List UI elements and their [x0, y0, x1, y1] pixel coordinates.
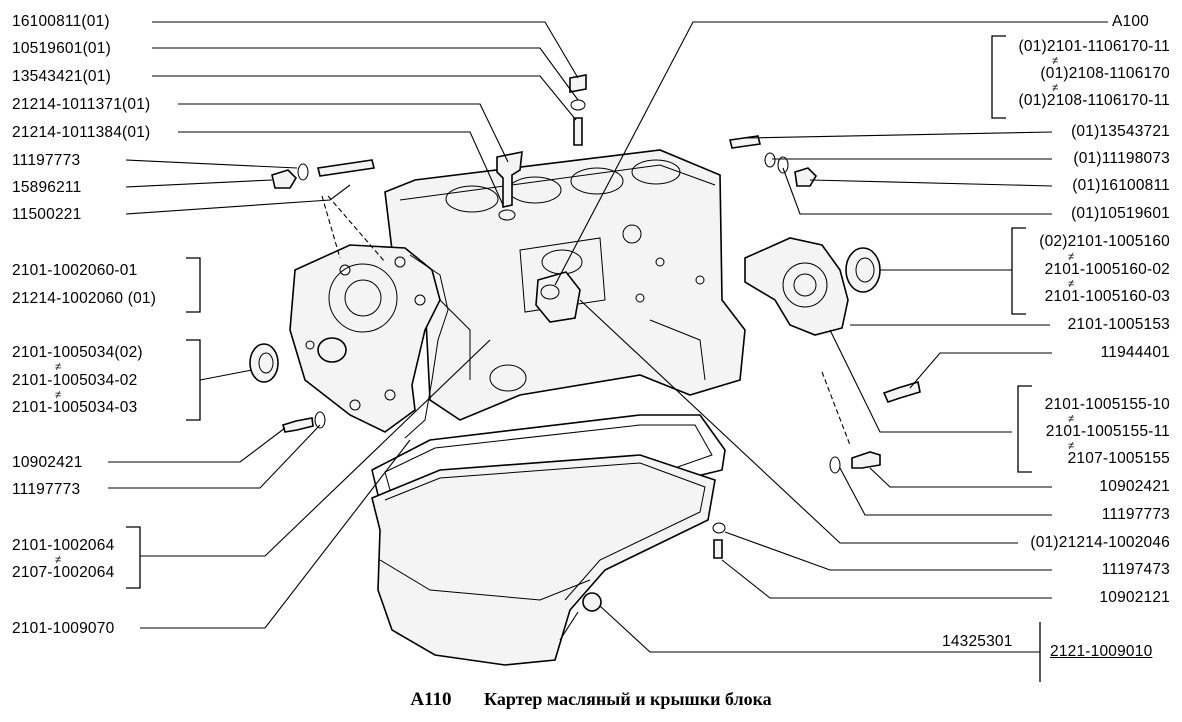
bolt-right [882, 380, 921, 403]
part-number-label: 21214-1011371(01) [12, 96, 151, 113]
oil-pump-drive [535, 271, 581, 323]
seal-right [845, 247, 881, 293]
part-number-label: (02)2101-1005160 [1039, 233, 1170, 250]
interchange-mark: ≠ [55, 389, 62, 401]
front-cover [289, 244, 441, 433]
bolt-washer-right-lower [829, 451, 881, 474]
part-number-label: 10902421 [12, 454, 83, 471]
pan-bolt [712, 522, 726, 559]
part-number-label: (01)2108-1106170-11 [1018, 92, 1170, 109]
part-number-label: 2101-1005160-03 [1044, 288, 1170, 305]
part-number-label: 2101-1005034-02 [12, 372, 138, 389]
front-gasket [404, 254, 449, 439]
part-number-label: 21214-1002060 (01) [12, 290, 157, 307]
part-number-label: 11500221 [12, 206, 82, 223]
part-number-label: (01)11198073 [1073, 150, 1170, 167]
leader-lines [108, 21, 1108, 653]
interchange-mark: ≠ [1068, 413, 1075, 425]
stud-washer-right-top [729, 135, 818, 187]
part-number-label: (01)2101-1106170-11 [1018, 38, 1170, 55]
part-number-label: 11944401 [1100, 344, 1170, 361]
part-number-label: 2101-1002060-01 [12, 262, 138, 279]
part-number-label: 11197773 [1101, 506, 1170, 523]
part-number-label: 16100811(01) [12, 13, 110, 30]
part-number-label: (01)10519601 [1071, 205, 1170, 222]
group-braces [126, 35, 1041, 682]
part-number-label: 2101-1009070 [12, 620, 115, 637]
guide-line [821, 371, 851, 446]
fitting [496, 151, 523, 221]
interchange-mark: ≠ [1068, 251, 1075, 263]
part-number-label: 11197773 [12, 152, 81, 169]
part-number-label: 2107-1005155 [1067, 450, 1170, 467]
nut-left-top [271, 159, 375, 189]
guide-line [321, 195, 341, 259]
part-number-label: (01)21214-1002046 [1030, 534, 1170, 551]
part-number-label: 15896211 [12, 179, 82, 196]
reference-label: A100 [1112, 13, 1149, 30]
part-number-label: (01)13543721 [1071, 123, 1170, 140]
oil-pan [371, 454, 716, 666]
part-number-label: 11197473 [1101, 561, 1170, 578]
part-number-label: 10902121 [1099, 589, 1170, 606]
figure-title: Картер масляный и крышки блока [484, 689, 772, 709]
part-number-label: 2101-1005155-10 [1044, 396, 1170, 413]
stud-nut-upper [569, 74, 587, 146]
guide-line [327, 195, 386, 263]
interchange-mark: ≠ [1068, 440, 1075, 452]
assembly-number-label: 2121-1009010 [1050, 643, 1153, 660]
interchange-mark: ≠ [1052, 55, 1059, 67]
part-number-label: 2101-1005155-11 [1045, 423, 1170, 440]
part-number-label: 2101-1005034(02) [12, 344, 143, 361]
part-number-label: 2101-1005034-03 [12, 399, 138, 416]
interchange-mark: ≠ [1068, 278, 1075, 290]
seal-left [249, 343, 279, 383]
part-number-label: 2101-1005153 [1067, 316, 1170, 333]
part-number-label: 2101-1002064 [12, 537, 115, 554]
part-number-label: 2101-1005160-02 [1044, 261, 1170, 278]
part-number-label: 11197773 [12, 481, 81, 498]
bolt-left [282, 411, 326, 433]
interchange-mark: ≠ [55, 361, 62, 373]
part-number-label: (01)16100811 [1072, 177, 1170, 194]
part-number-label: 2107-1002064 [12, 564, 115, 581]
part-number-label: (01)2108-1106170 [1040, 65, 1170, 82]
part-number-label: 14325301 [942, 633, 1013, 650]
figure-code: A110 [410, 689, 452, 710]
part-number-label: 10519601(01) [12, 40, 111, 57]
part-number-label: 10902421 [1099, 478, 1170, 495]
part-number-label: 13543421(01) [12, 68, 111, 85]
drain-plug [582, 592, 602, 612]
rear-cover [744, 237, 849, 336]
part-number-label: 21214-1011384(01) [12, 124, 151, 141]
interchange-mark: ≠ [1052, 82, 1059, 94]
figure-caption: A110 Картер масляный и крышки блока [0, 689, 1182, 711]
interchange-mark: ≠ [55, 554, 62, 566]
